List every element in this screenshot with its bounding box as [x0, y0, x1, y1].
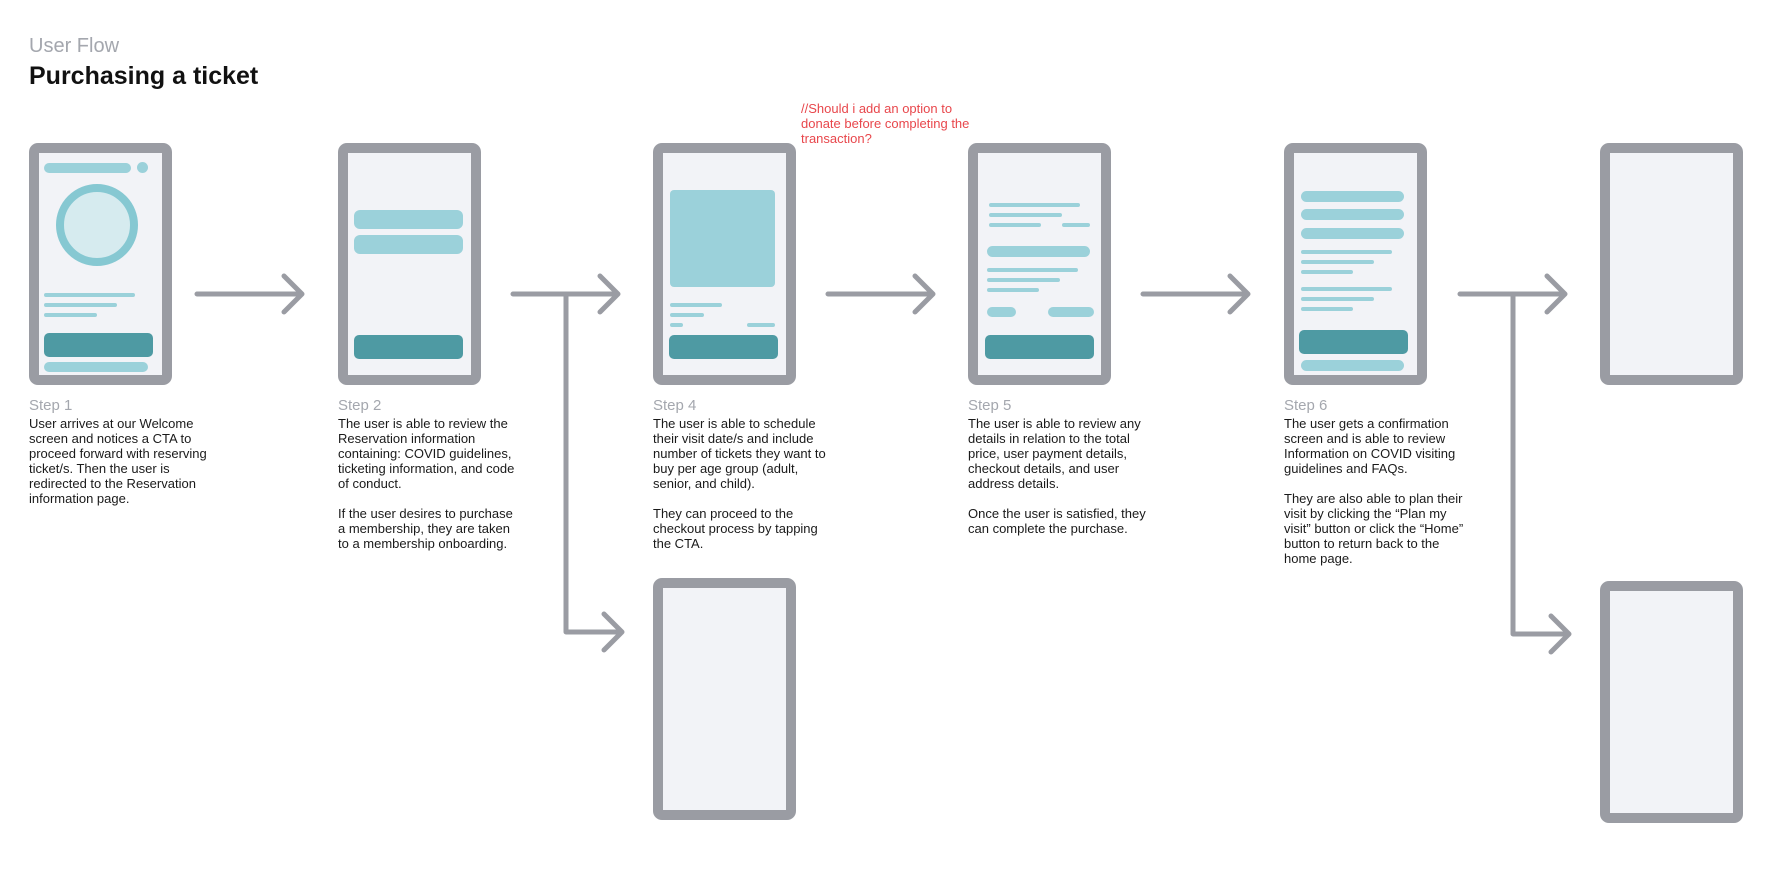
top-bar — [44, 163, 131, 173]
arrow-4-5 — [825, 273, 936, 315]
edit-chip[interactable] — [1048, 307, 1094, 317]
text-line — [670, 303, 722, 307]
arrow-5-6 — [1140, 273, 1251, 315]
calendar-block — [670, 190, 775, 287]
step-label: Step 5 — [968, 397, 1012, 414]
step-label: Step 6 — [1284, 397, 1328, 414]
text-line — [1301, 270, 1353, 274]
edit-chip[interactable] — [987, 307, 1016, 317]
phone-plan-visit — [1600, 143, 1743, 385]
step-text: The user is able to schedule their visit… — [653, 416, 833, 551]
plan-my-visit-button[interactable] — [1299, 330, 1408, 354]
text-line — [747, 323, 775, 327]
step-paragraph: User arrives at our Welcome screen and n… — [29, 416, 207, 506]
purchase-button[interactable] — [985, 335, 1094, 359]
step-paragraph: Once the user is satisfied, they can com… — [968, 506, 1146, 536]
text-line — [670, 323, 683, 327]
text-line — [44, 313, 97, 317]
step-paragraph: If the user desires to purchase a member… — [338, 506, 513, 551]
confirm-block — [1301, 191, 1404, 202]
text-line — [987, 278, 1060, 282]
phone-step-4 — [653, 143, 796, 385]
cta-button[interactable] — [44, 333, 153, 357]
step-paragraph: The user gets a confirmation screen and … — [1284, 416, 1456, 476]
flow-title: Purchasing a ticket — [29, 62, 259, 90]
step-1-description: Step 1 User arrives at our Welcome scree… — [29, 397, 209, 521]
text-line — [1062, 223, 1090, 227]
text-line — [1301, 260, 1374, 264]
text-line — [989, 203, 1080, 207]
checkout-cta-button[interactable] — [669, 335, 778, 359]
step-paragraph: The user is able to review any details i… — [968, 416, 1141, 491]
menu-dot-icon — [137, 162, 148, 173]
text-line — [1301, 250, 1392, 254]
confirm-block — [1301, 228, 1404, 239]
step-paragraph: The user is able to review the Reservati… — [338, 416, 515, 491]
step-paragraph: The user is able to schedule their visit… — [653, 416, 826, 491]
step-2-description: Step 2 The user is able to review the Re… — [338, 397, 518, 566]
phone-step-5 — [968, 143, 1111, 385]
step-4-description: Step 4 The user is able to schedule thei… — [653, 397, 833, 566]
text-line — [44, 293, 135, 297]
phone-membership — [653, 578, 796, 820]
step-paragraph: They are also able to plan their visit b… — [1284, 491, 1464, 566]
step-text: The user gets a confirmation screen and … — [1284, 416, 1464, 566]
text-line — [989, 213, 1062, 217]
arrow-6-branch — [1510, 291, 1572, 655]
text-line — [44, 303, 117, 307]
hero-circle-image — [56, 184, 138, 266]
step-label: Step 4 — [653, 397, 697, 414]
step-label: Step 2 — [338, 397, 382, 414]
text-line — [1301, 297, 1374, 301]
phone-home — [1600, 581, 1743, 823]
info-block — [354, 210, 463, 229]
home-button[interactable] — [1301, 360, 1404, 371]
step-paragraph: They can proceed to the checkout process… — [653, 506, 818, 551]
step-6-description: Step 6 The user gets a confirmation scre… — [1284, 397, 1464, 581]
step-text: User arrives at our Welcome screen and n… — [29, 416, 209, 506]
confirm-block — [1301, 209, 1404, 220]
text-line — [670, 313, 704, 317]
text-line — [1301, 287, 1392, 291]
step-text: The user is able to review the Reservati… — [338, 416, 518, 551]
text-line — [1301, 307, 1353, 311]
step-label: Step 1 — [29, 397, 73, 414]
step-5-description: Step 5 The user is able to review any de… — [968, 397, 1148, 551]
total-block — [987, 246, 1090, 257]
continue-button[interactable] — [354, 335, 463, 359]
phone-step-6 — [1284, 143, 1427, 385]
step-text: The user is able to review any details i… — [968, 416, 1148, 536]
info-block — [354, 235, 463, 254]
text-line — [987, 268, 1078, 272]
flow-eyebrow: User Flow — [29, 35, 120, 57]
secondary-button[interactable] — [44, 362, 148, 372]
annotation-note: //Should i add an option to donate befor… — [801, 101, 970, 146]
phone-step-1 — [29, 143, 172, 385]
arrow-2-branch — [563, 291, 625, 653]
text-line — [987, 288, 1039, 292]
phone-step-2 — [338, 143, 481, 385]
text-line — [989, 223, 1041, 227]
arrow-1-2 — [194, 273, 305, 315]
